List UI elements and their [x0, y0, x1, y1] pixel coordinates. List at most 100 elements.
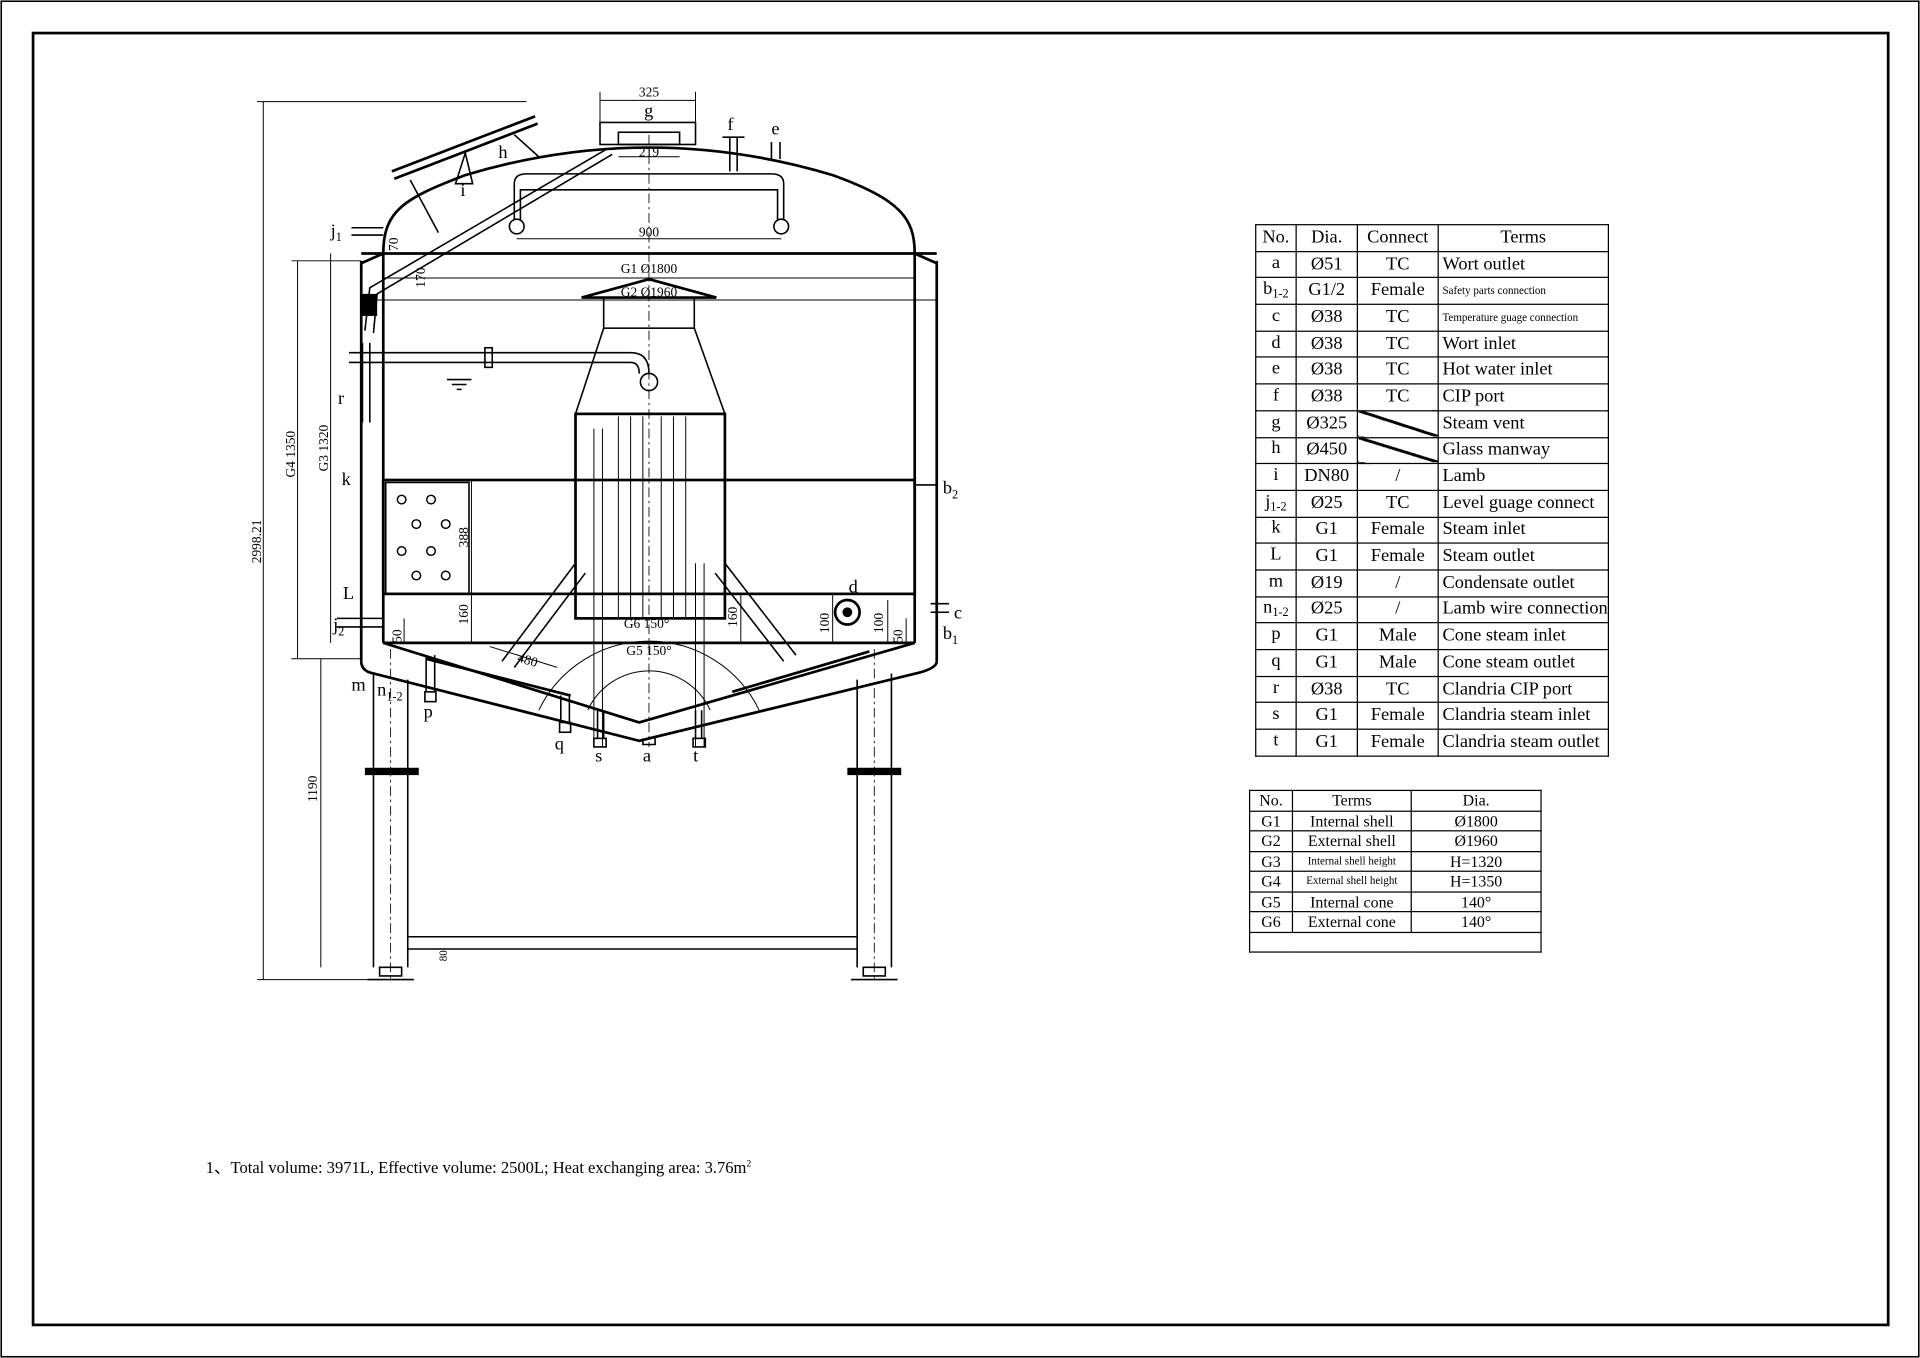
table-row: G2 External shell Ø1960 — [1248, 830, 1542, 852]
dim-100-b: 100 — [871, 613, 886, 633]
drawing-frame — [31, 31, 1890, 1327]
port-no: q — [1255, 648, 1297, 677]
port-label-f: f — [727, 114, 734, 134]
port-label-m: m — [351, 675, 365, 695]
port-dia: G1/2 — [1295, 277, 1358, 305]
table-row: k G1 Female Steam inlet — [1255, 516, 1609, 544]
dim-160-left: 160 — [456, 604, 471, 624]
port-dia: G1 — [1295, 542, 1358, 571]
dim-g6: G6 150° — [624, 616, 669, 631]
shell-dia: H=1350 — [1410, 870, 1542, 893]
port-term: Steam vent — [1437, 409, 1609, 438]
table-row: q G1 Male Cone steam outlet — [1255, 648, 1609, 677]
port-label-c: c — [954, 602, 962, 622]
port-no: k — [1255, 516, 1297, 544]
port-label-t: t — [693, 746, 698, 766]
port-term: Hot water inlet — [1437, 356, 1609, 385]
port-connect: Female — [1356, 542, 1439, 571]
port-term: Glass manway — [1437, 436, 1609, 465]
port-term: Safety parts connection — [1437, 277, 1609, 305]
port-dia: Ø325 — [1295, 409, 1358, 438]
dim-g2: G2 Ø1960 — [621, 284, 678, 299]
table-row: G3 Internal shell height H=1320 — [1248, 850, 1542, 872]
port-label-n: n1-2 — [377, 680, 403, 704]
port-label-s: s — [595, 746, 602, 766]
table-row: L G1 Female Steam outlet — [1255, 542, 1609, 571]
port-label-j1: j1 — [330, 220, 342, 244]
header-cell: Terms — [1291, 789, 1412, 812]
dim-g3: G3 1320 — [316, 424, 331, 471]
shell-term: Internal shell — [1291, 810, 1412, 832]
port-connect: Male — [1356, 622, 1439, 651]
port-no: p — [1255, 622, 1297, 651]
port-connect: / — [1356, 463, 1439, 491]
dim-g1: G1 Ø1800 — [621, 261, 678, 276]
port-term: Lamb wire connection — [1437, 595, 1609, 624]
dim-388: 388 — [456, 527, 471, 547]
port-connect: Female — [1356, 728, 1439, 757]
shell-term: External cone — [1291, 911, 1412, 933]
dim-50-left: 50 — [390, 629, 405, 643]
empty-cell — [1248, 931, 1542, 953]
shell-no: G6 — [1248, 911, 1294, 933]
dimension-lines — [257, 91, 937, 981]
header-cell: No. — [1248, 789, 1294, 812]
port-connect: TC — [1356, 489, 1439, 518]
table-row: n1-2 Ø25 / Lamb wire connection — [1255, 595, 1609, 624]
dim-325: 325 — [639, 85, 659, 100]
dim-170: 170 — [413, 267, 428, 287]
port-connect: TC — [1356, 675, 1439, 704]
port-term: Wort outlet — [1437, 250, 1609, 279]
port-term: Steam inlet — [1437, 516, 1609, 544]
dimension-labels: 325 219 900 G1 Ø1800 G2 Ø1960 70 170 299… — [249, 85, 906, 961]
port-no: n1-2 — [1255, 595, 1297, 624]
port-connect: Female — [1356, 516, 1439, 544]
port-no: L — [1255, 542, 1297, 571]
tank-body — [359, 134, 939, 747]
port-connect: Female — [1356, 702, 1439, 730]
dim-70: 70 — [386, 237, 401, 251]
calandria — [501, 277, 797, 747]
port-label-b1: b1 — [943, 623, 958, 647]
table-row: s G1 Female Clandria steam inlet — [1255, 702, 1609, 730]
port-connect: TC — [1356, 303, 1439, 332]
port-label-a: a — [643, 746, 651, 766]
port-dia: G1 — [1295, 622, 1358, 651]
dim-total-height: 2998.21 — [249, 520, 264, 564]
shell-no: G5 — [1248, 890, 1294, 913]
table-row: a Ø51 TC Wort outlet — [1255, 250, 1609, 279]
dim-219: 219 — [639, 145, 659, 160]
table-row: h Ø450 Glass manway — [1255, 436, 1609, 465]
port-dia: Ø450 — [1295, 436, 1358, 465]
port-term: Level guage connect — [1437, 489, 1609, 518]
shell-no: G3 — [1248, 850, 1294, 872]
port-no: d — [1255, 330, 1297, 359]
header-cell: Connect — [1356, 224, 1439, 252]
port-no: s — [1255, 702, 1297, 730]
port-term: Condensate outlet — [1437, 569, 1609, 598]
port-dia: Ø38 — [1295, 383, 1358, 412]
port-no: h — [1255, 436, 1297, 465]
port-term: Temperature guage connection — [1437, 303, 1609, 332]
port-dia: G1 — [1295, 648, 1358, 677]
dim-80: 80 — [438, 950, 450, 962]
port-labels: a b2 b1 c d e f g h i j1 j2 k L m n1-2 p… — [330, 100, 962, 765]
table-row: f Ø38 TC CIP port — [1255, 383, 1609, 412]
dim-g4: G4 1350 — [283, 431, 298, 478]
port-label-g: g — [644, 100, 653, 120]
table-row: g Ø325 Steam vent — [1255, 409, 1609, 438]
shell-term: External shell height — [1291, 870, 1412, 893]
port-connect — [1356, 436, 1439, 465]
header-cell: Dia. — [1295, 224, 1358, 252]
port-connect: Male — [1356, 648, 1439, 677]
port-no: b1-2 — [1255, 277, 1297, 305]
table-row: b1-2 G1/2 Female Safety parts connection — [1255, 277, 1609, 305]
port-no: m — [1255, 569, 1297, 598]
port-term: Cone steam outlet — [1437, 648, 1609, 677]
port-dia: Ø38 — [1295, 356, 1358, 385]
port-connect: TC — [1356, 250, 1439, 279]
